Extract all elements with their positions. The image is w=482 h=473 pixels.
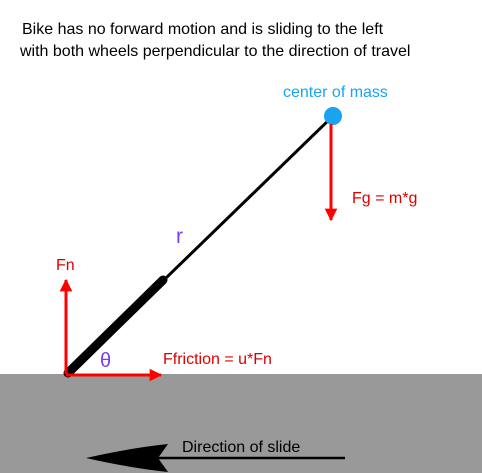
gravity-force-label: Fg = m*g: [352, 190, 417, 207]
caption-line-1: Bike has no forward motion and is slidin…: [22, 21, 384, 38]
center-of-mass-dot: [324, 107, 342, 125]
ground: [0, 374, 482, 473]
normal-force-label: Fn: [56, 257, 75, 274]
center-of-mass-label: center of mass: [283, 84, 388, 101]
friction-force-label: Ffriction = u*Fn: [163, 351, 272, 368]
bike-thick-segment: [63, 275, 168, 378]
radius-label: r: [176, 225, 183, 248]
slide-direction-arrowhead: [86, 444, 168, 472]
angle-label: θ: [100, 350, 111, 372]
slide-direction-label: Direction of slide: [182, 439, 300, 456]
caption-line-2: with both wheels perpendicular to the di…: [19, 43, 410, 60]
